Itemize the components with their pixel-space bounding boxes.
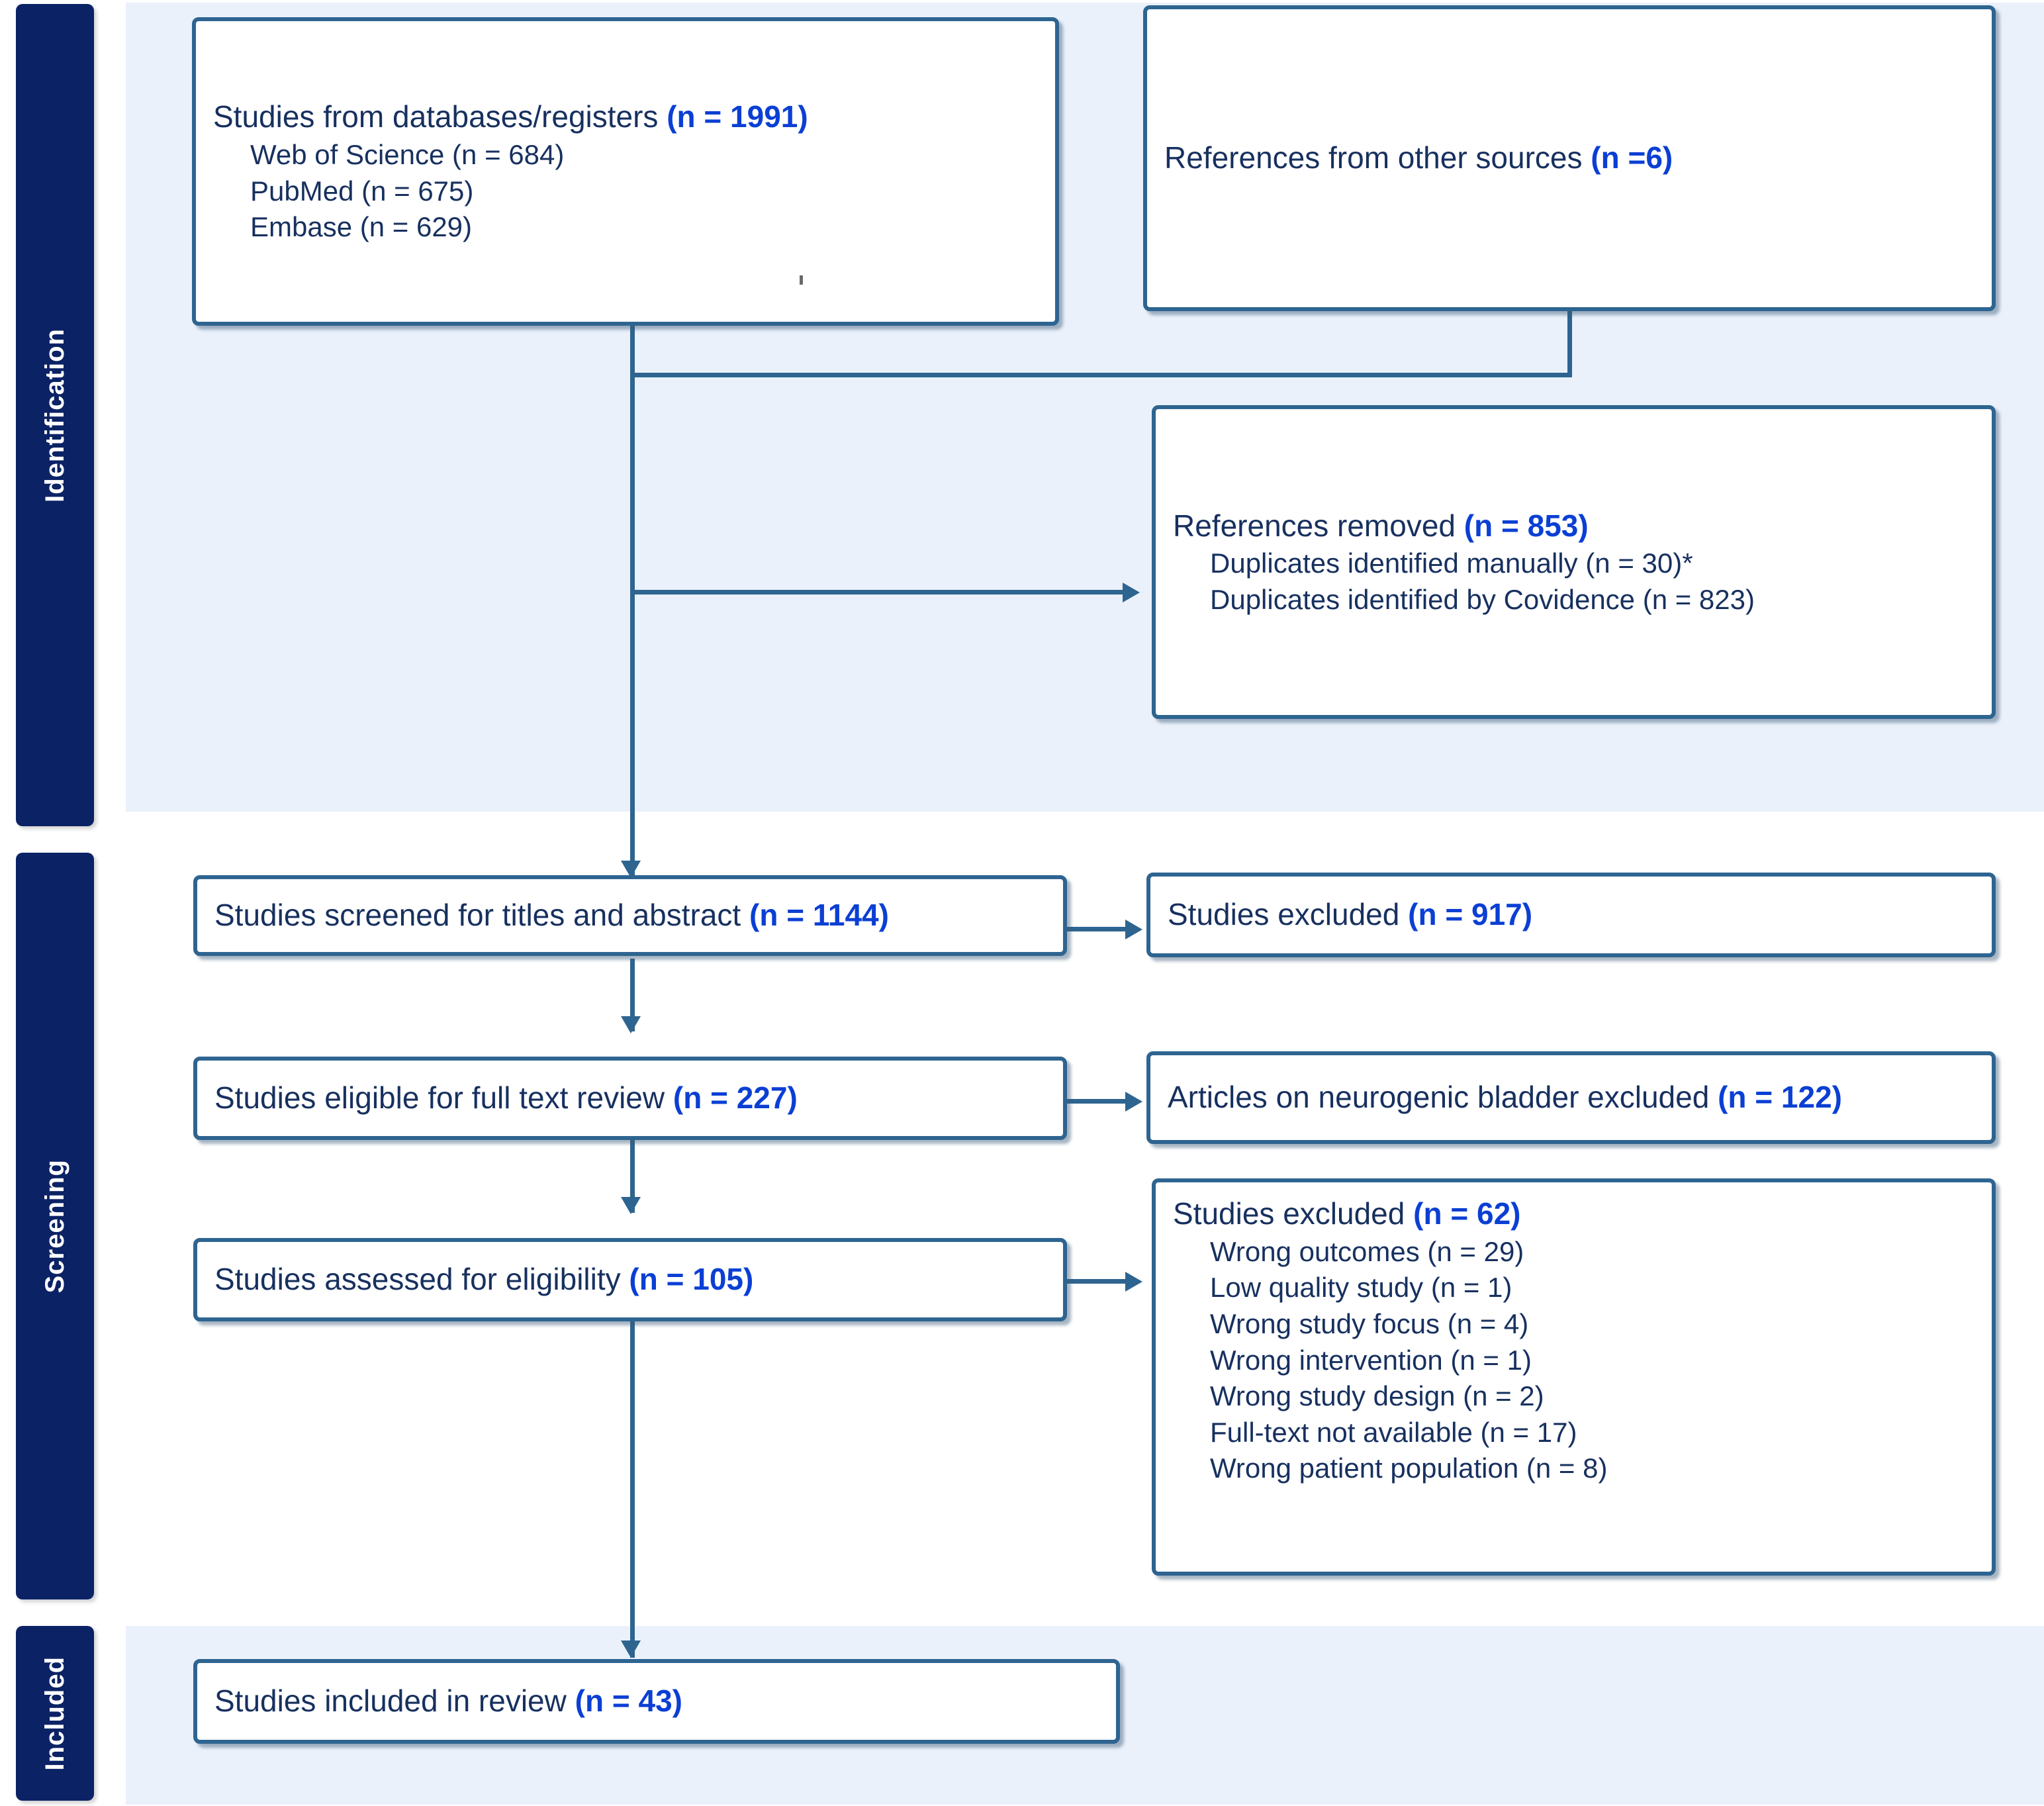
box-assessed-eligibility-head-count: (n = 105) — [629, 1262, 754, 1297]
box-databases-sub-0: Web of Science (n = 684) — [250, 139, 565, 170]
box-included-in-review-head: Studies included in review (n = 43) — [214, 1682, 1099, 1721]
arrow-screened-to-excluded — [1125, 920, 1142, 939]
box-eligible-fulltext-head-text: Studies eligible for full text review — [214, 1080, 673, 1116]
connector-eligible-to-assessed — [630, 1140, 635, 1213]
box-fulltext-excluded-head-text: Studies excluded — [1173, 1196, 1414, 1231]
arrow-assessed-to-excluded — [1125, 1272, 1142, 1292]
box-fulltext-excluded-head-count: (n = 62) — [1413, 1196, 1521, 1231]
connector-merge-bar — [630, 373, 1572, 377]
box-fulltext-excluded-sub-5: Full-text not available (n = 17) — [1210, 1416, 1577, 1448]
box-assessed-eligibility-head-text: Studies assessed for eligibility — [214, 1262, 629, 1297]
box-assessed-eligibility: Studies assessed for eligibility (n = 10… — [193, 1238, 1067, 1321]
box-studies-excluded-screening-head-count: (n = 917) — [1408, 897, 1533, 932]
arrow-eligible-to-assessed — [621, 1197, 641, 1214]
box-databases-head-count: (n = 1991) — [667, 99, 808, 134]
connector-assessed-to-included — [630, 1321, 635, 1658]
phase-band-included: Included — [16, 1626, 94, 1801]
box-studies-screened-head: Studies screened for titles and abstract… — [214, 896, 1046, 935]
box-included-in-review: Studies included in review (n = 43) — [193, 1659, 1120, 1744]
connector-spine-identification — [630, 373, 635, 594]
stray-mark — [800, 275, 803, 285]
box-studies-screened: Studies screened for titles and abstract… — [193, 875, 1067, 956]
connector-screened-to-excluded — [1066, 927, 1129, 931]
box-fulltext-excluded-sub-0: Wrong outcomes (n = 29) — [1210, 1235, 1524, 1267]
box-neurogenic-excluded: Articles on neurogenic bladder excluded … — [1146, 1051, 1996, 1144]
box-other-sources: References from other sources (n =6) — [1143, 5, 1996, 311]
box-other-sources-head-count: (n =6) — [1591, 140, 1673, 175]
box-references-removed-sub-1: Duplicates identified by Covidence (n = … — [1210, 583, 1755, 615]
box-databases-sub-1: PubMed (n = 675) — [250, 175, 474, 207]
box-databases-head: Studies from databases/registers (n = 19… — [213, 97, 1038, 137]
box-fulltext-excluded-sub-2: Wrong study focus (n = 4) — [1210, 1307, 1529, 1339]
phase-band-included-label: Included — [40, 1656, 70, 1771]
box-databases-registers: Studies from databases/registers (n = 19… — [192, 17, 1059, 326]
box-studies-excluded-screening-head: Studies excluded (n = 917) — [1168, 895, 1974, 935]
box-studies-excluded-screening: Studies excluded (n = 917) — [1146, 873, 1996, 957]
box-other-sources-head-text: References from other sources — [1164, 140, 1591, 175]
box-eligible-fulltext: Studies eligible for full text review (n… — [193, 1057, 1067, 1140]
box-fulltext-excluded-sub-1: Low quality study (n = 1) — [1210, 1272, 1512, 1304]
box-references-removed-sub-0: Duplicates identified manually (n = 30)* — [1210, 547, 1693, 579]
phase-band-screening: Screening — [16, 853, 94, 1599]
box-references-removed-head-count: (n = 853) — [1463, 508, 1589, 543]
arrow-to-references-removed — [1123, 583, 1140, 602]
box-neurogenic-excluded-head-count: (n = 122) — [1718, 1080, 1842, 1115]
box-fulltext-excluded: Studies excluded (n = 62) Wrong outcomes… — [1152, 1178, 1996, 1576]
connector-spine-to-screened — [630, 590, 635, 878]
box-references-removed-head-text: References removed — [1173, 508, 1464, 543]
connector-to-references-removed — [630, 590, 1123, 594]
box-eligible-fulltext-head: Studies eligible for full text review (n… — [214, 1078, 1046, 1118]
arrow-to-screened — [621, 861, 641, 878]
box-references-removed: References removed (n = 853) Duplicates … — [1152, 405, 1996, 719]
box-eligible-fulltext-head-count: (n = 227) — [673, 1080, 798, 1116]
connector-databases-down — [630, 324, 635, 377]
box-fulltext-excluded-sub-3: Wrong intervention (n = 1) — [1210, 1344, 1532, 1376]
connector-other-sources-down — [1567, 310, 1572, 377]
box-included-in-review-head-count: (n = 43) — [575, 1684, 682, 1719]
arrow-assessed-to-included — [621, 1640, 641, 1658]
box-fulltext-excluded-sub-6: Wrong patient population (n = 8) — [1210, 1452, 1608, 1484]
box-neurogenic-excluded-head: Articles on neurogenic bladder excluded … — [1168, 1078, 1974, 1117]
connector-assessed-to-excluded — [1066, 1279, 1129, 1284]
arrow-eligible-to-neurogenic — [1125, 1092, 1142, 1112]
connector-screened-to-eligible — [630, 959, 635, 1031]
box-neurogenic-excluded-head-text: Articles on neurogenic bladder excluded — [1168, 1080, 1718, 1115]
box-included-in-review-head-text: Studies included in review — [214, 1684, 575, 1719]
box-assessed-eligibility-head: Studies assessed for eligibility (n = 10… — [214, 1260, 1046, 1300]
connector-eligible-to-neurogenic — [1066, 1099, 1129, 1104]
arrow-screened-to-eligible — [621, 1016, 641, 1033]
phase-band-identification-label: Identification — [40, 328, 70, 502]
box-studies-excluded-screening-head-text: Studies excluded — [1168, 897, 1409, 932]
box-databases-head-text: Studies from databases/registers — [213, 99, 667, 134]
phase-band-screening-label: Screening — [40, 1159, 70, 1294]
box-references-removed-head: References removed (n = 853) — [1173, 506, 1974, 546]
box-studies-screened-head-text: Studies screened for titles and abstract — [214, 898, 749, 933]
box-fulltext-excluded-head: Studies excluded (n = 62) — [1173, 1194, 1974, 1234]
box-other-sources-head: References from other sources (n =6) — [1164, 138, 1974, 178]
box-databases-sub-2: Embase (n = 629) — [250, 211, 473, 243]
box-studies-screened-head-count: (n = 1144) — [749, 898, 889, 933]
box-fulltext-excluded-sub-4: Wrong study design (n = 2) — [1210, 1380, 1544, 1412]
phase-band-identification: Identification — [16, 4, 94, 826]
